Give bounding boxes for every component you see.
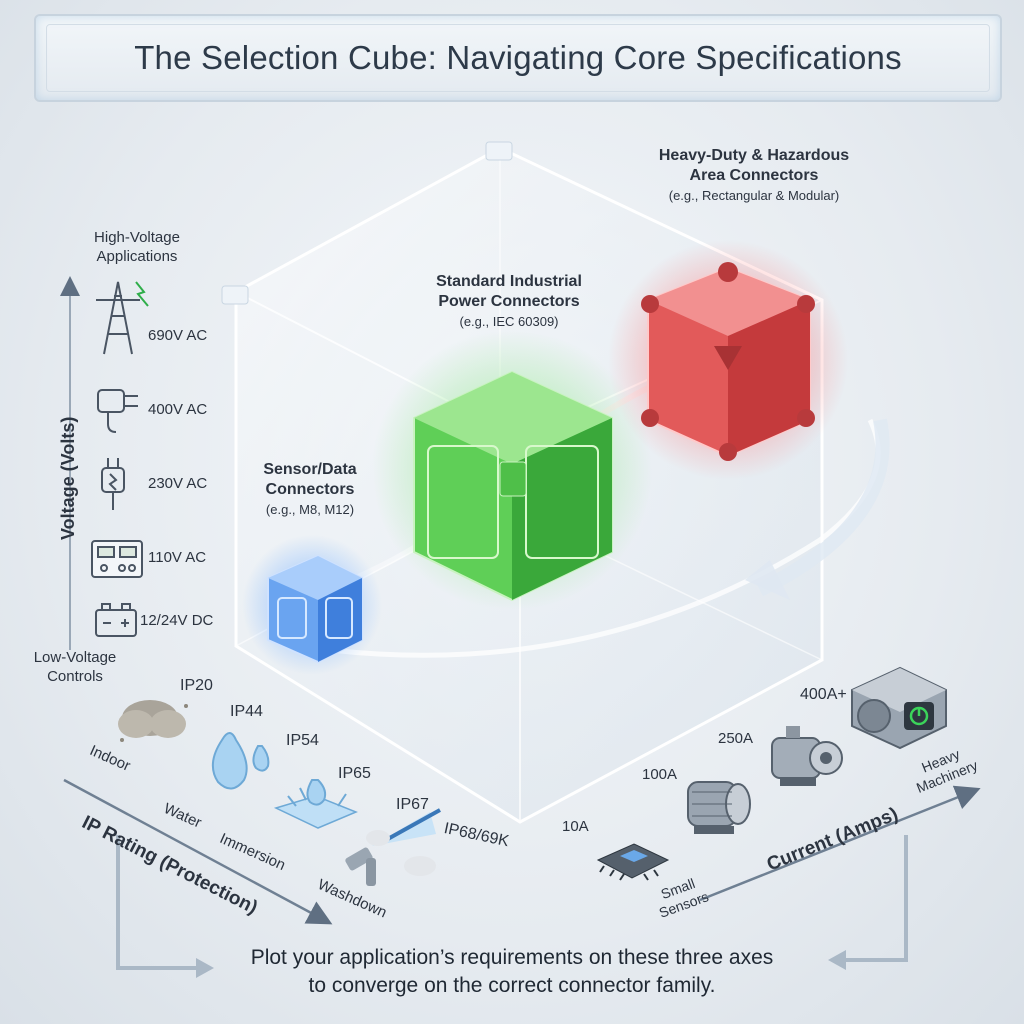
footer-line1: Plot your application’s requirements on … xyxy=(250,946,774,969)
machinery-icon xyxy=(851,666,947,750)
standard-title-line2: Power Connectors xyxy=(438,293,580,310)
water-splash-icon xyxy=(273,779,358,829)
ip-rating-44: IP44 xyxy=(230,703,263,720)
heavy-duty-title-line2: Area Connectors xyxy=(689,167,819,184)
sensor-connector-cube xyxy=(242,535,382,675)
sensor-data-label: Sensor/Data Connectors (e.g., M8, M12) xyxy=(240,460,380,520)
footer-line2: to converge on the correct connector fam… xyxy=(308,974,716,997)
ip-rating-20: IP20 xyxy=(180,677,213,694)
ip-rating-67: IP67 xyxy=(396,796,429,813)
current-level-250a: 250A xyxy=(718,730,754,747)
voltage-level-690: 690V AC xyxy=(148,327,208,344)
motor-icon xyxy=(687,781,751,834)
voltage-level-400: 400V AC xyxy=(148,401,208,418)
low-voltage-label: Low-Voltage Controls xyxy=(33,649,117,685)
power-tower-icon xyxy=(96,281,149,355)
pump-icon xyxy=(771,726,843,786)
footer-instruction: Plot your application’s requirements on … xyxy=(200,944,824,1000)
standard-example: (e.g., IEC 60309) xyxy=(459,314,559,329)
plug-icon xyxy=(101,458,125,510)
voltage-axis-label: Voltage (Volts) xyxy=(58,416,78,540)
ip-rating-54: IP54 xyxy=(286,732,319,749)
current-level-100a: 100A xyxy=(642,766,678,783)
chip-icon xyxy=(596,843,670,881)
heavy-duty-connector-cube xyxy=(608,240,848,480)
high-voltage-label: High-Voltage Applications xyxy=(94,229,180,265)
sensor-title-line2: Connectors xyxy=(265,481,355,498)
voltage-level-12-24: 12/24V DC xyxy=(140,612,214,629)
control-panel-icon xyxy=(91,540,143,578)
battery-icon xyxy=(95,603,137,637)
heavy-duty-example: (e.g., Rectangular & Modular) xyxy=(668,188,840,203)
voltage-level-230: 230V AC xyxy=(148,475,208,492)
sensor-title-line1: Sensor/Data xyxy=(263,461,357,478)
dust-cloud-icon xyxy=(118,700,188,742)
sensor-example: (e.g., M8, M12) xyxy=(265,502,355,517)
voltage-level-110: 110V AC xyxy=(148,549,207,566)
standard-title-line1: Standard Industrial xyxy=(436,273,582,290)
heavy-duty-title-line1: Heavy-Duty & Hazardous xyxy=(658,147,850,164)
ip-rating-65: IP65 xyxy=(338,765,371,782)
heavy-duty-label: Heavy-Duty & Hazardous Area Connectors (… xyxy=(620,146,888,206)
current-level-10a: 10A xyxy=(562,818,589,835)
water-drops-icon xyxy=(211,732,270,790)
standard-industrial-label: Standard Industrial Power Connectors (e.… xyxy=(404,272,614,332)
spray-nozzle-icon xyxy=(345,808,441,886)
plug-icon xyxy=(97,389,138,433)
title-banner: The Selection Cube: Navigating Core Spec… xyxy=(34,14,1002,102)
current-level-400a-plus: 400A+ xyxy=(800,686,847,703)
standard-power-connector-cube xyxy=(372,330,652,610)
